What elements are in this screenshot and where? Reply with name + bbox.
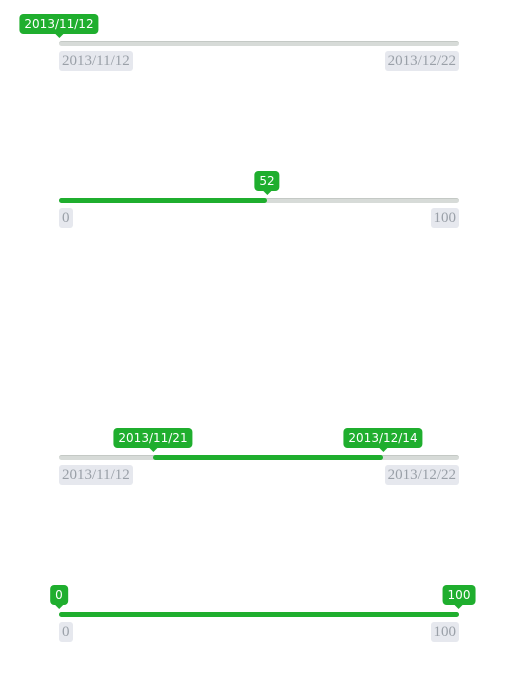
number-range-slider[interactable]: 0 100 0 100	[50, 585, 476, 682]
slider-min-label: 2013/11/12	[59, 465, 133, 485]
slider-min-label: 0	[59, 208, 73, 228]
slider-min-label: 0	[59, 622, 73, 642]
slider-range-fill	[59, 612, 459, 617]
slider-track[interactable]	[59, 41, 459, 46]
slider-handle-tooltip[interactable]: 2013/11/12	[19, 14, 99, 38]
date-range-slider[interactable]: 2013/11/21 2013/12/14 2013/11/12 2013/12…	[59, 428, 459, 525]
date-slider-single[interactable]: 2013/11/12 2013/11/12 2013/12/22	[19, 14, 459, 111]
slider-min-label: 2013/11/12	[59, 51, 133, 71]
slider-from-handle-tooltip[interactable]: 0	[50, 585, 68, 609]
slider-fill	[59, 198, 267, 203]
number-slider-single[interactable]: 52 0 100	[59, 171, 459, 268]
slider-from-handle-tooltip[interactable]: 2013/11/21	[113, 428, 193, 452]
slider-max-label: 2013/12/22	[384, 51, 459, 71]
slider-max-label: 2013/12/22	[384, 465, 459, 485]
slider-to-handle-tooltip[interactable]: 2013/12/14	[343, 428, 423, 452]
slider-handle-tooltip[interactable]: 52	[254, 171, 280, 195]
slider-to-handle-tooltip[interactable]: 100	[442, 585, 476, 609]
slider-range-fill	[153, 455, 383, 460]
slider-max-label: 100	[430, 208, 459, 228]
slider-max-label: 100	[430, 622, 459, 642]
